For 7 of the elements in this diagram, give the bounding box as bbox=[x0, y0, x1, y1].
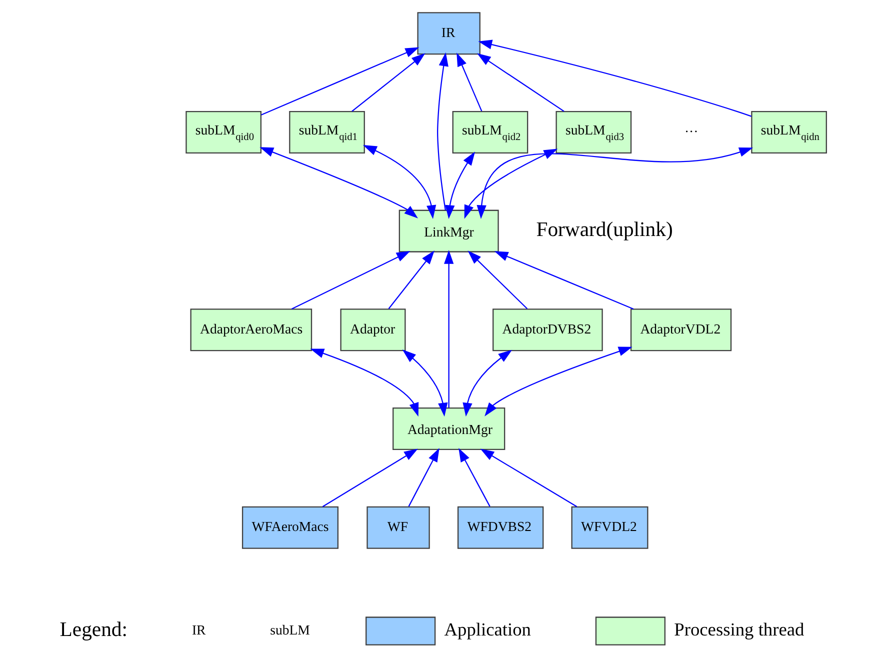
label: ··· bbox=[684, 124, 698, 139]
label: Legend: bbox=[60, 619, 128, 642]
legend-label: Processing thread bbox=[674, 619, 804, 640]
label: IR bbox=[192, 622, 206, 638]
label: Forward(uplink) bbox=[536, 219, 673, 242]
legend-label: Application bbox=[444, 619, 532, 640]
label: subLM bbox=[270, 622, 310, 638]
